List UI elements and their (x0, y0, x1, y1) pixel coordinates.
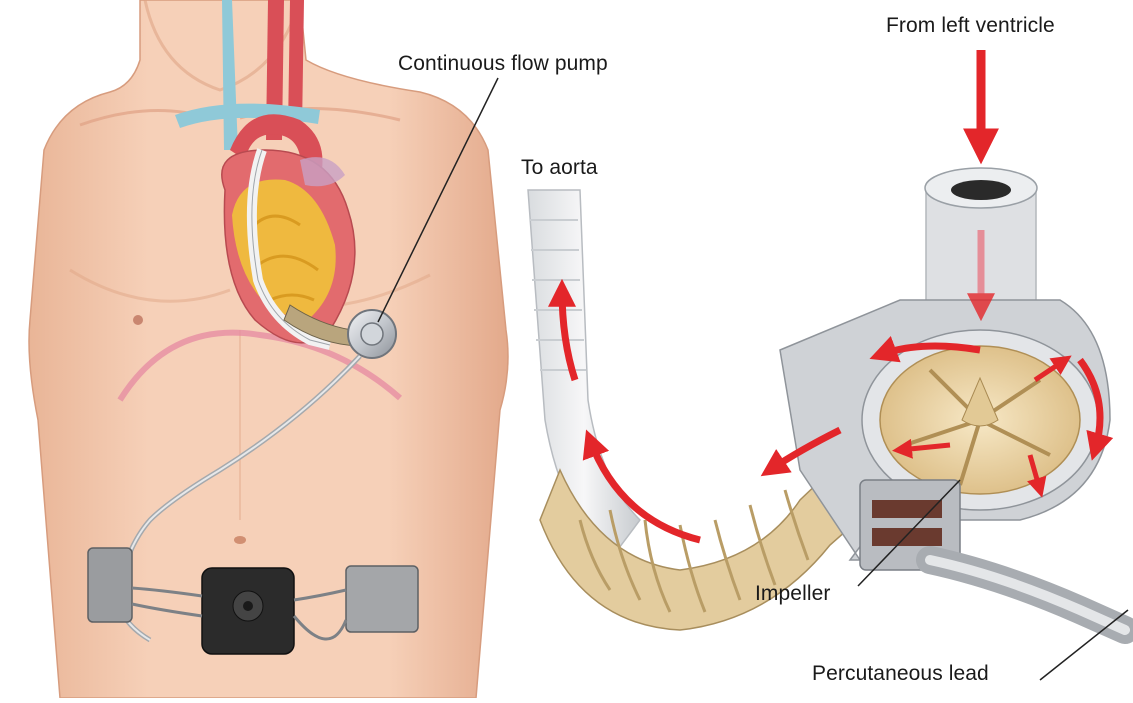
label-from-left-ventricle: From left ventricle (886, 14, 1055, 38)
outflow-tube (528, 190, 640, 560)
label-impeller: Impeller (755, 582, 831, 606)
label-continuous-flow-pump: Continuous flow pump (398, 52, 608, 76)
label-to-aorta: To aorta (521, 156, 598, 180)
label-percutaneous-lead: Percutaneous lead (812, 662, 989, 686)
system-controller (202, 568, 294, 654)
